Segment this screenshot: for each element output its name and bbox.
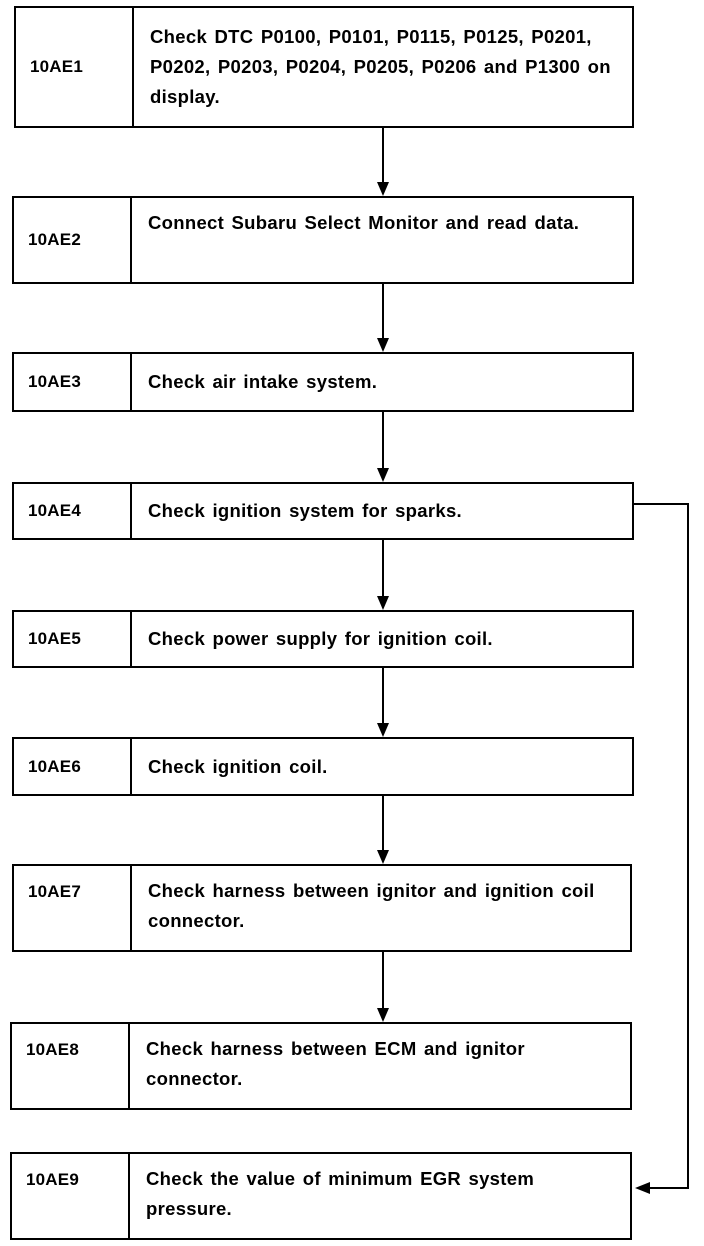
step-code: 10AE5 (14, 612, 132, 666)
arrowhead (377, 596, 389, 610)
step-10ae2: 10AE2 Connect Subaru Select Monitor and … (12, 196, 634, 284)
step-code: 10AE9 (12, 1154, 130, 1238)
step-text: Check the value of minimum EGR system pr… (146, 1168, 535, 1219)
bypass-connector-4-9 (634, 503, 689, 1189)
step-code: 10AE4 (14, 484, 132, 538)
arrowhead (377, 1008, 389, 1022)
step-code: 10AE2 (14, 198, 132, 282)
step-code: 10AE3 (14, 354, 132, 410)
arrowhead (377, 723, 389, 737)
step-10ae9: 10AE9 Check the value of minimum EGR sys… (10, 1152, 632, 1240)
step-text: Check harness between ECM and ignitor co… (146, 1038, 525, 1089)
step-10ae7: 10AE7 Check harness between ignitor and … (12, 864, 632, 952)
step-10ae8: 10AE8 Check harness between ECM and igni… (10, 1022, 632, 1110)
step-code: 10AE1 (16, 8, 134, 126)
step-text: Check ignition coil. (148, 755, 328, 777)
step-10ae5: 10AE5 Check power supply for ignition co… (12, 610, 634, 668)
step-code: 10AE7 (14, 866, 132, 950)
step-10ae4: 10AE4 Check ignition system for sparks. (12, 482, 634, 540)
step-text: Check power supply for ignition coil. (148, 628, 493, 649)
step-10ae6: 10AE6 Check ignition coil. (12, 737, 634, 796)
arrowhead (377, 850, 389, 864)
step-text: Check air intake system. (148, 371, 378, 392)
step-code: 10AE6 (14, 739, 132, 794)
step-code: 10AE8 (12, 1024, 130, 1108)
arrowhead (377, 468, 389, 482)
step-text: Check ignition system for sparks. (148, 500, 462, 521)
step-text: Connect Subaru Select Monitor and read d… (148, 212, 580, 233)
step-10ae3: 10AE3 Check air intake system. (12, 352, 634, 412)
arrowhead (377, 182, 389, 196)
arrowhead (635, 1182, 650, 1194)
step-text: Check DTC P0100, P0101, P0115, P0125, P0… (150, 26, 611, 107)
arrowhead (377, 338, 389, 352)
step-10ae1: 10AE1 Check DTC P0100, P0101, P0115, P01… (14, 6, 634, 128)
step-text: Check harness between ignitor and igniti… (148, 880, 595, 931)
